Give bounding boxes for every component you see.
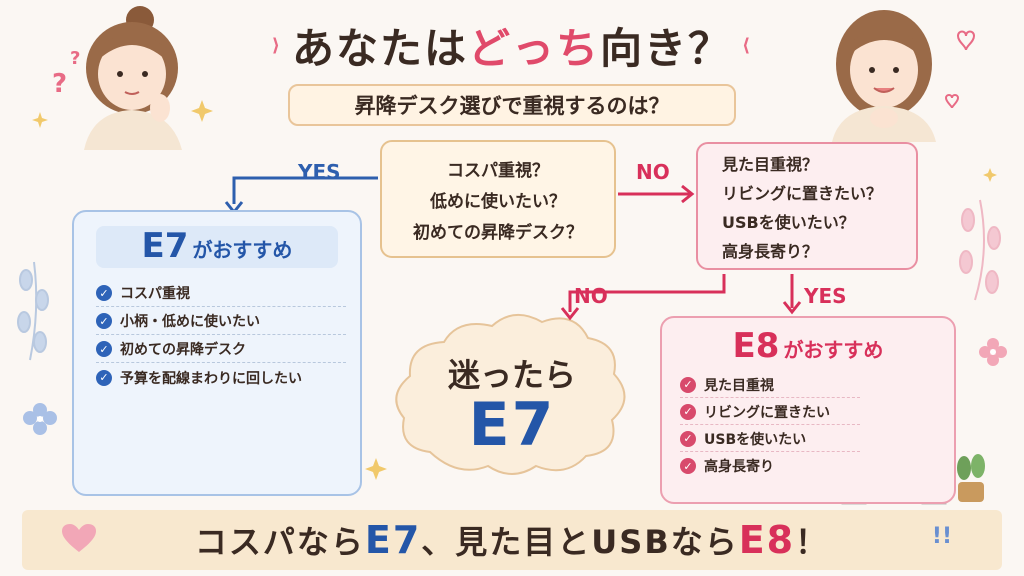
e8-card-header: E8 がおすすめ xyxy=(680,326,936,370)
list-item: ✓ 見た目重視 xyxy=(680,372,860,398)
question-line: USBを使いたい？ xyxy=(722,212,855,232)
question-line: 高身長寄り？ xyxy=(722,241,819,261)
title-accent: どっち xyxy=(467,23,600,73)
basket-plant-illustration xyxy=(957,454,985,502)
list-item: ✓ コスパ重視 xyxy=(96,280,346,307)
title-suffix: 向き？ xyxy=(600,23,733,73)
svg-text:?: ? xyxy=(70,48,80,69)
e8-model-name: E8 xyxy=(732,326,780,366)
conclusion-banner: コスパならE7、見た目とUSBならE8！ !! xyxy=(22,510,1002,570)
no-label-middle: NO xyxy=(574,284,608,308)
list-item-label: 小柄・低めに使いたい xyxy=(120,314,260,330)
list-item-label: USBを使いたい xyxy=(704,431,807,448)
list-item-label: 初めての昇降デスク xyxy=(120,342,246,358)
banner-part2: 、見た目とUSBなら xyxy=(421,523,739,561)
cloud-text-model: E7 xyxy=(468,390,556,460)
check-icon: ✓ xyxy=(680,403,696,420)
subtitle-box: 昇降デスク選びで重視するのは？ xyxy=(288,84,736,126)
happy-woman-illustration xyxy=(832,10,936,142)
e7-feature-list: ✓ コスパ重視 ✓ 小柄・低めに使いたい ✓ 初めての昇降デスク ✓ 予算を配線… xyxy=(96,280,346,392)
question-line: リビングに置きたい？ xyxy=(722,183,883,203)
title-prefix: あなたは xyxy=(291,23,468,73)
list-item-label: コスパ重視 xyxy=(120,286,190,302)
thinking-woman-illustration xyxy=(84,6,182,150)
list-item: ✓ 小柄・低めに使いたい xyxy=(96,308,346,335)
question-box-right: 見た目重視？ リビングに置きたい？ USBを使いたい？ 高身長寄り？ xyxy=(696,142,918,270)
check-icon: ✓ xyxy=(680,430,696,447)
emphasis-lines-right: ⟨ xyxy=(742,34,753,56)
e8-recommendation-card xyxy=(660,316,956,504)
check-icon: ✓ xyxy=(96,341,112,357)
check-icon: ✓ xyxy=(96,313,112,329)
list-item-label: 高身長寄り xyxy=(704,459,774,475)
list-item: ✓ 高身長寄り xyxy=(680,453,860,479)
cloud-text-top: 迷ったら xyxy=(447,356,576,394)
banner-model-e8: E8 xyxy=(738,518,796,562)
e7-card-header: E7 がおすすめ xyxy=(96,226,338,268)
check-icon: ✓ xyxy=(680,458,696,474)
check-icon: ✓ xyxy=(96,369,112,386)
list-item: ✓ 予算を配線まわりに回したい xyxy=(96,364,346,391)
e8-feature-list: ✓ 見た目重視 ✓ リビングに置きたい ✓ USBを使いたい ✓ 高身長寄り xyxy=(680,372,860,480)
svg-text:?: ? xyxy=(52,69,67,99)
list-item: ✓ USBを使いたい xyxy=(680,426,860,452)
list-item-label: 予算を配線まわりに回したい xyxy=(120,370,302,387)
yes-label-left: YES xyxy=(298,160,341,184)
list-item-label: 見た目重視 xyxy=(704,377,774,394)
subtitle-text: 昇降デスク選びで重視するのは？ xyxy=(354,94,670,118)
check-icon: ✓ xyxy=(680,376,696,393)
yes-label-right: YES xyxy=(804,284,847,308)
emphasis-lines-left: ⟩ xyxy=(271,34,282,56)
e8-recommend-text: がおすすめ xyxy=(783,338,884,362)
e7-model-name: E7 xyxy=(141,226,189,266)
banner-model-e7: E7 xyxy=(364,518,422,562)
banner-part3: ！ xyxy=(795,523,830,561)
conclusion-text: コスパならE7、見た目とUSBならE8！ xyxy=(195,517,829,563)
list-item-label: リビングに置きたい xyxy=(704,404,830,421)
page-title: ⟩ あなたは どっち 向き？ ⟨ xyxy=(232,10,792,80)
heart-icon xyxy=(62,524,96,552)
e7-recommend-text: がおすすめ xyxy=(192,238,293,262)
question-line: 低めに使いたい？ xyxy=(430,191,566,212)
sparkle-icon: !! xyxy=(931,524,952,549)
no-label-top: NO xyxy=(636,160,670,184)
list-item: ✓ 初めての昇降デスク xyxy=(96,336,346,363)
question-line: 初めての昇降デスク？ xyxy=(413,222,583,243)
banner-part1: コスパなら xyxy=(194,523,365,561)
question-line: 見た目重視？ xyxy=(722,154,819,174)
question-box-center: コスパ重視？ 低めに使いたい？ 初めての昇降デスク？ xyxy=(380,140,616,258)
question-line: コスパ重視？ xyxy=(447,160,549,181)
check-icon: ✓ xyxy=(96,285,112,301)
list-item: ✓ リビングに置きたい xyxy=(680,399,860,425)
